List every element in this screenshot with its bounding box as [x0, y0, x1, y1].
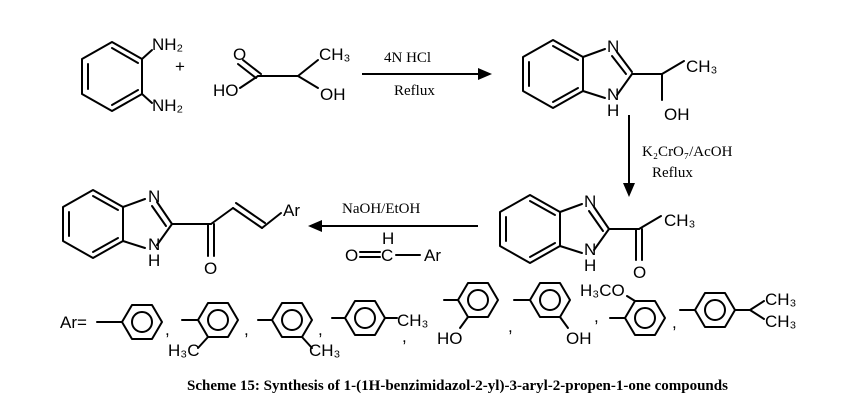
- methyl-label: CH₃: [309, 341, 340, 360]
- plus-sign: +: [175, 57, 185, 76]
- lactic-acid-structure: O CH₃ HO OH: [213, 45, 350, 104]
- reaction-arrow-3: [308, 220, 478, 232]
- methoxy-label: H₃CO: [580, 281, 625, 300]
- scheme-caption: Scheme 15: Synthesis of 1-(1H-benzimidaz…: [187, 378, 728, 394]
- amine-label: NH₂: [152, 35, 183, 54]
- para-tolyl-group: CH₃: [331, 300, 428, 336]
- methyl-label: CH₃: [664, 211, 695, 230]
- carbonyl-oxygen-label: O: [204, 259, 217, 278]
- carbonyl-oxygen-label: O: [233, 45, 246, 64]
- methyl-label: CH₃: [686, 57, 717, 76]
- methyl-label: H₃C: [168, 341, 199, 360]
- nh-hydrogen-label: H: [607, 101, 619, 120]
- reagent-label: K₂CrO₇/AcOH: [642, 144, 733, 160]
- hydroxyl-label: HO: [437, 329, 463, 348]
- meta-hydroxyphenyl-group: OH: [513, 282, 592, 348]
- para-isopropylphenyl-group: CH₃ CH₃: [679, 290, 796, 331]
- acetyl-benzimidazole-structure: N N H CH₃ O: [499, 192, 695, 282]
- reaction-arrow-2: [623, 115, 635, 197]
- diamine-benzene-ring: [81, 41, 143, 112]
- separator-comma: ,: [508, 317, 513, 336]
- methyl-label: CH₃: [765, 290, 796, 309]
- separator-comma: ,: [402, 327, 407, 346]
- meta-tolyl-group: CH₃: [257, 302, 340, 360]
- aryl-definition-row: Ar= , H₃C , CH₃ ,: [60, 281, 796, 360]
- separator-comma: ,: [165, 320, 170, 339]
- hydroxyl-label: OH: [320, 85, 346, 104]
- reagent-label: 4N HCl: [384, 50, 431, 66]
- ortho-hydroxyphenyl-group: HO: [437, 282, 499, 348]
- ortho-methoxyphenyl-group: H₃CO: [580, 281, 666, 336]
- hydroxyl-label: OH: [664, 105, 690, 124]
- imine-nitrogen-label: N: [584, 192, 596, 211]
- methyl-label: CH₃: [765, 312, 796, 331]
- condition-label: Reflux: [394, 83, 435, 99]
- nh-hydrogen-label: H: [584, 256, 596, 275]
- ortho-tolyl-group: H₃C: [168, 302, 239, 360]
- hydroxyl-label: HO: [213, 81, 239, 100]
- imine-nitrogen-label: N: [607, 37, 619, 56]
- methyl-label: CH₃: [319, 45, 350, 64]
- aryl-label: Ar: [283, 201, 300, 220]
- amine-nitrogen-label: N: [607, 85, 619, 104]
- separator-comma: ,: [244, 320, 249, 339]
- separator-comma: ,: [594, 307, 599, 326]
- aryl-label: Ar: [424, 246, 441, 265]
- methyl-label: CH₃: [397, 311, 428, 330]
- reaction-arrow-1: [362, 68, 492, 80]
- separator-comma: ,: [672, 313, 677, 332]
- imine-nitrogen-label: N: [148, 187, 160, 206]
- amine-nitrogen-label: N: [148, 235, 160, 254]
- amine-label: NH₂: [152, 96, 183, 115]
- carbonyl-oxygen-label: O: [633, 263, 646, 282]
- aldehyde-carbon-label: C: [381, 246, 393, 265]
- condition-label: Reflux: [652, 165, 693, 181]
- separator-comma: ,: [318, 320, 323, 339]
- phenyl-group: [96, 304, 163, 340]
- o-phenylenediamine-structure: NH₂ NH₂: [81, 35, 183, 115]
- hydroxyl-label: OH: [566, 329, 592, 348]
- aryl-definition-label: Ar=: [60, 313, 87, 332]
- amine-nitrogen-label: N: [584, 240, 596, 259]
- aryl-aldehyde-reagent: O C H Ar: [345, 229, 441, 265]
- hydroxyethyl-benzimidazole-structure: N N H CH₃ OH: [522, 37, 717, 124]
- aldehyde-oxygen-label: O: [345, 246, 358, 265]
- aldehyde-hydrogen-label: H: [382, 229, 394, 248]
- benzimidazole-chalcone-structure: N N H O Ar: [62, 187, 300, 278]
- reagent-label: NaOH/EtOH: [342, 201, 420, 217]
- nh-hydrogen-label: H: [148, 251, 160, 270]
